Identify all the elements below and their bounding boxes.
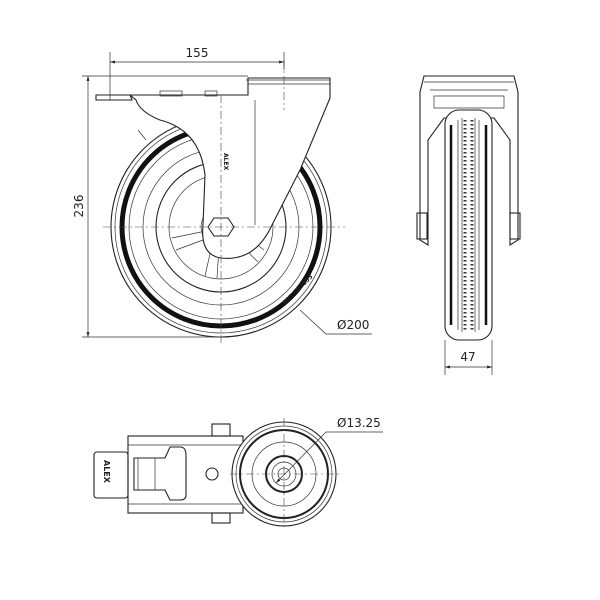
axle-nut xyxy=(207,217,235,237)
bore-diameter-label: Ø13.25 xyxy=(337,416,381,430)
wheel-diameter-label: Ø200 xyxy=(337,318,369,332)
brand-logo-top: ALEX xyxy=(102,460,111,484)
wheel-width-label: 47 xyxy=(460,350,475,364)
side-wheel xyxy=(444,109,493,341)
top-view: ALEX Ø13.25 xyxy=(93,416,383,530)
dimension-wheel-width: 47 xyxy=(444,340,493,375)
front-view: 601 057853 ALEX 155 236 xyxy=(72,46,372,345)
axle-nut-left xyxy=(416,212,428,240)
fork-housing: ALEX xyxy=(95,77,331,259)
axle-nut-right xyxy=(509,212,521,240)
dimension-width: 155 xyxy=(109,46,285,100)
dimension-width-label: 155 xyxy=(186,46,209,60)
dimension-bore-diameter: Ø13.25 xyxy=(275,416,383,484)
dimension-height: 236 xyxy=(72,75,248,338)
wheel-code-text: 601 057853 xyxy=(281,273,314,306)
dimension-height-label: 236 xyxy=(72,195,86,218)
brand-logo-front: ALEX xyxy=(222,153,229,171)
side-view: 47 xyxy=(416,75,521,375)
dimension-wheel-diameter: Ø200 xyxy=(299,309,372,335)
